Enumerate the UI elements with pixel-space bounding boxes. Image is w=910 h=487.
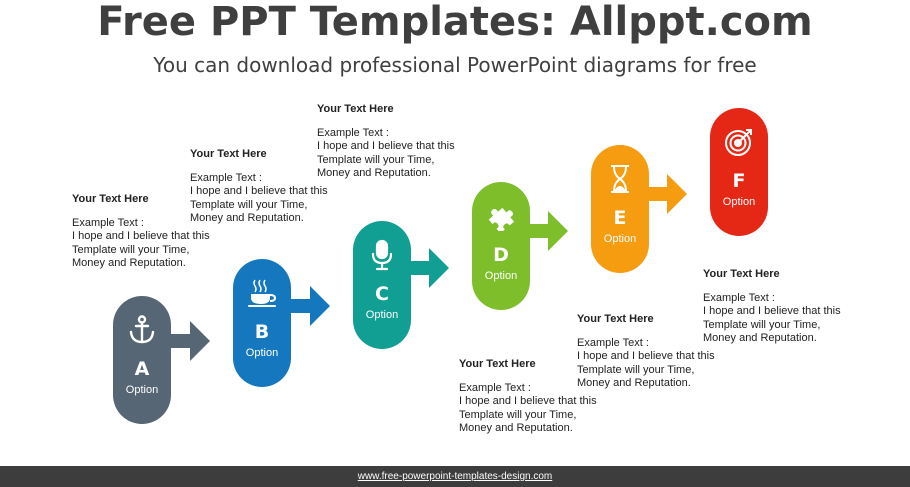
text-block-a: Your Text Here Example Text : I hope and… [72,193,212,271]
text-block-label: Example Text : [459,381,531,394]
step-option: Option [365,309,399,321]
text-block-b: Your Text Here Example Text : I hope and… [190,148,340,226]
text-block-c: Your Text Here Example Text : I hope and… [317,103,467,181]
step-f: F Option [710,108,768,236]
arrow-d [528,211,568,251]
step-option: Option [603,233,637,245]
arrow-c [409,248,449,288]
arrow-e [647,174,687,214]
text-block-heading: Your Text Here [190,148,267,160]
text-block-label: Example Text : [703,291,775,304]
text-block-body: I hope and I believe that this Template … [72,230,210,269]
step-option: Option [484,270,518,282]
text-block-e: Your Text Here Example Text : I hope and… [577,313,727,391]
step-letter: C [375,283,389,305]
text-block-body: I hope and I believe that this Template … [459,395,597,434]
text-block-heading: Your Text Here [577,313,654,325]
text-block-heading: Your Text Here [703,268,780,280]
step-option: Option [245,347,279,359]
step-option: Option [125,384,159,396]
text-block-heading: Your Text Here [317,103,394,115]
hourglass-icon [604,163,636,195]
text-block-body: I hope and I believe that this Template … [190,185,328,224]
text-block-body: I hope and I believe that this Template … [577,350,715,389]
arrow-a [170,321,210,361]
text-block-label: Example Text : [190,171,262,184]
text-block-d: Your Text Here Example Text : I hope and… [459,358,599,436]
step-b: B Option [233,259,291,387]
text-block-body: I hope and I believe that this Template … [703,305,841,344]
arrow-b [290,286,330,326]
step-c: C Option [353,221,411,349]
step-option: Option [722,196,756,208]
page-subtitle: You can download professional PowerPoint… [153,53,757,77]
footer-link[interactable]: www.free-powerpoint-templates-design.com [357,471,553,482]
anchor-icon [126,314,158,346]
step-letter: D [493,244,509,266]
text-block-f: Your Text Here Example Text : I hope and… [703,268,853,346]
text-block-body: I hope and I believe that this Template … [317,140,455,179]
step-letter: E [613,207,627,229]
microphone-icon [366,239,398,271]
footer-bar: www.free-powerpoint-templates-design.com [0,466,910,487]
step-letter: A [134,358,150,380]
text-block-label: Example Text : [577,336,649,349]
text-block-heading: Your Text Here [459,358,536,370]
text-block-label: Example Text : [72,216,144,229]
text-block-heading: Your Text Here [72,193,149,205]
puzzle-piece-icon [485,200,517,232]
target-icon [723,126,755,158]
step-d: D Option [472,182,530,310]
text-block-label: Example Text : [317,126,389,139]
page-title: Free PPT Templates: Allppt.com [97,0,813,45]
step-e: E Option [591,145,649,273]
step-a: A Option [113,296,171,424]
step-letter: F [732,170,746,192]
step-letter: B [254,321,270,343]
coffee-cup-icon [246,277,278,309]
